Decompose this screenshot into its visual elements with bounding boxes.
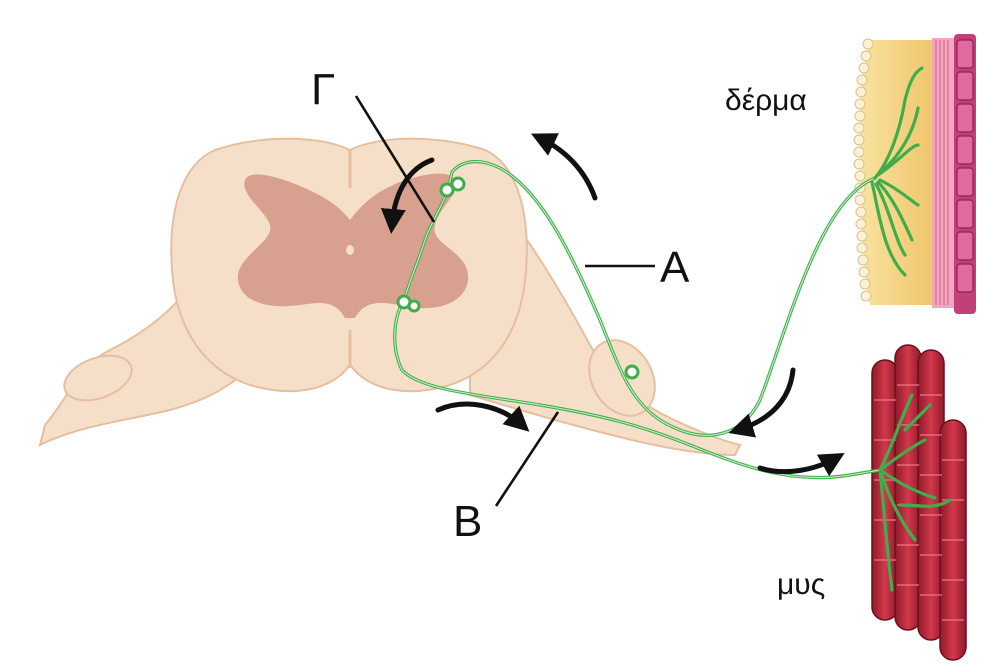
arrow-dorsal-up bbox=[540, 138, 595, 198]
label-gamma: Γ bbox=[311, 65, 335, 114]
central-canal bbox=[346, 245, 354, 255]
ganglion-cell-body bbox=[626, 366, 638, 378]
arrow-to-muscle bbox=[760, 458, 836, 472]
synapse-top-2 bbox=[452, 178, 464, 190]
spinal-cord bbox=[40, 139, 740, 455]
synapse-bottom-2 bbox=[409, 301, 419, 311]
label-skin: δέρμα bbox=[725, 84, 807, 117]
leader-B bbox=[496, 412, 558, 506]
skin-dermis bbox=[932, 38, 954, 308]
label-A: A bbox=[660, 243, 690, 292]
label-muscle: μυς bbox=[777, 568, 825, 601]
label-B: B bbox=[453, 497, 482, 546]
muscle-section bbox=[872, 345, 966, 660]
